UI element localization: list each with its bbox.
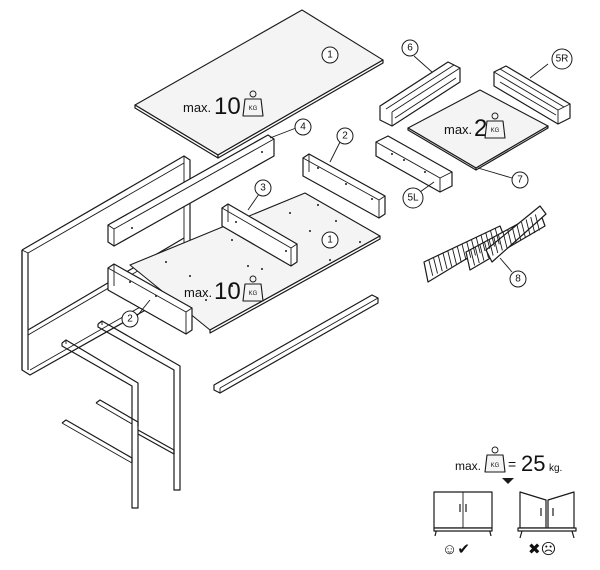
callout-1-top-label: 1: [327, 50, 333, 61]
weight-warning: max. KG = 25 kg.: [455, 446, 562, 484]
top-load-prefix: max.: [183, 100, 211, 115]
callout-6-label: 6: [407, 43, 413, 54]
callout-1-bottom: 1: [321, 231, 339, 249]
part-4-back-rail: [107, 134, 275, 247]
callout-5r: 5R: [529, 48, 573, 79]
weight-icon: KG: [484, 112, 506, 139]
panel-slat-line: [447, 250, 453, 267]
bed-load-value: 10: [214, 278, 241, 305]
ok-mark: ☺✔: [442, 541, 470, 558]
top-load-label: max. 10 KG: [183, 90, 264, 120]
panel-slat-line: [534, 214, 540, 231]
callout-5l: 5L: [402, 181, 435, 209]
panel-slat-line: [497, 234, 503, 251]
callout-1-top: 1: [321, 46, 339, 64]
callout-8-label: 8: [515, 274, 521, 285]
warning-unit: kg.: [549, 463, 562, 474]
part-8-back-panels: [423, 205, 547, 283]
panel-slat-line: [471, 239, 476, 256]
part-3-divider: [221, 203, 298, 267]
metal-tube: [213, 294, 379, 394]
part-7-drawer-bottom: [407, 89, 549, 171]
bad-mark: ✖☹: [528, 541, 556, 558]
weight-icon-label: KG: [249, 106, 258, 112]
callout-5r-label: 5R: [556, 54, 569, 65]
weight-icon: KG: [242, 275, 264, 302]
weight-icon-label: KG: [249, 291, 258, 297]
drawer-load-value: 2: [474, 115, 487, 142]
panel-slat-line: [479, 244, 485, 261]
warning-value: 25: [521, 451, 545, 476]
part-2-side-panel-left: [107, 263, 193, 335]
panel-slat-line: [493, 236, 499, 254]
callout-7: 7: [477, 167, 529, 189]
part-5r-drawer-side: [493, 65, 571, 125]
panel-slat-line: [466, 241, 472, 258]
callout-1-bottom-label: 1: [327, 235, 333, 246]
warning-prefix: max.: [455, 459, 481, 473]
panel-slat-line: [452, 248, 457, 265]
callout-8: 8: [499, 257, 527, 288]
panel-slat-line: [475, 237, 481, 254]
bed-load-prefix: max.: [184, 285, 212, 300]
weight-icon: KG: [242, 90, 264, 117]
drawer-load-label: max. 2 KG: [444, 112, 506, 142]
callout-4-label: 4: [300, 122, 306, 133]
part-2-side-panel-right: [302, 153, 386, 219]
panel-slat-line: [488, 239, 494, 256]
callout-6: 6: [401, 39, 433, 73]
callout-7-label: 7: [517, 175, 523, 186]
drawer-load-prefix: max.: [444, 122, 472, 137]
callout-5l-label: 5L: [407, 193, 419, 204]
panel-slat-line: [433, 257, 438, 274]
warning-equals: =: [508, 456, 516, 472]
top-load-value: 10: [214, 93, 241, 120]
callout-4: 4: [269, 118, 312, 139]
weight-icon-label: KG: [491, 128, 500, 134]
weight-icon: KG: [484, 446, 506, 473]
panel-slat-line: [494, 228, 500, 245]
callout-2-right: 2: [329, 127, 354, 163]
panel-slat-line: [530, 216, 536, 234]
panel-slat-line: [480, 234, 486, 252]
panel-slat-line: [474, 246, 480, 264]
panel-slat-line: [428, 259, 434, 276]
callout-2-left: 2: [121, 299, 151, 328]
cabinet-correct: ☺✔: [433, 491, 493, 558]
panel-slat-line: [461, 243, 467, 261]
panel-slat-line: [511, 226, 517, 244]
panel-slat-line: [525, 219, 531, 236]
panel-slat-line: [485, 232, 491, 249]
part-5l-drawer-side: [375, 135, 453, 193]
panel-slat-line: [484, 241, 489, 259]
metal-frame-legs: [61, 320, 181, 509]
bed-load-label: max. 10 KG: [184, 275, 264, 305]
panel-slat-line: [507, 229, 513, 246]
part-1-top-board: [134, 9, 384, 159]
panel-slat-line: [502, 231, 508, 249]
panel-slat-line: [437, 255, 443, 272]
callout-3: 3: [247, 179, 272, 211]
panel-slat-line: [490, 230, 495, 247]
panel-slat-line: [516, 224, 522, 241]
panel-slat-line: [521, 221, 526, 239]
panel-slat-line: [470, 249, 476, 266]
part-6-drawer-rail: [379, 61, 461, 127]
panel-slat-line: [456, 246, 462, 263]
callout-2-left-label: 2: [127, 314, 133, 325]
down-arrow-icon: [502, 478, 514, 484]
panel-slat-line: [442, 252, 448, 270]
callout-2-right-label: 2: [342, 131, 348, 142]
cabinet-incorrect: ✖☹: [517, 491, 577, 558]
callout-3-label: 3: [260, 183, 266, 194]
weight-icon-label: KG: [491, 463, 500, 469]
